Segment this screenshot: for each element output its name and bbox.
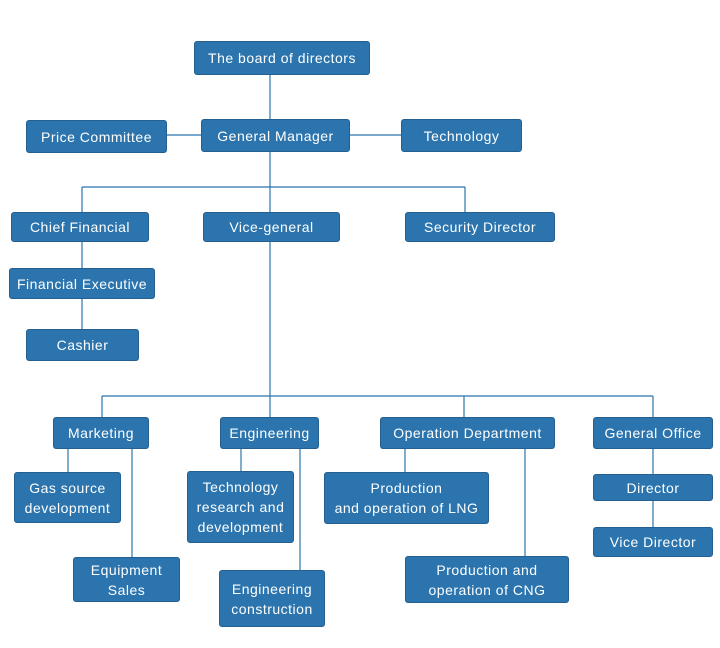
board-of-directors-box: The board of directors bbox=[194, 41, 370, 75]
vice-general-box: Vice-general bbox=[203, 212, 340, 242]
engineering-box: Engineering bbox=[220, 417, 319, 449]
general-manager-box: General Manager bbox=[201, 119, 350, 152]
operation-department-box: Operation Department bbox=[380, 417, 555, 449]
technology-research-development-box: Technology research and development bbox=[187, 471, 294, 543]
price-committee-box: Price Committee bbox=[26, 120, 167, 153]
general-office-box: General Office bbox=[593, 417, 713, 449]
production-lng-box: Production and operation of LNG bbox=[324, 472, 489, 524]
security-director-box: Security Director bbox=[405, 212, 555, 242]
marketing-box: Marketing bbox=[53, 417, 149, 449]
technology-box: Technology bbox=[401, 119, 522, 152]
gas-source-development-box: Gas source development bbox=[14, 472, 121, 523]
chief-financial-box: Chief Financial bbox=[11, 212, 149, 242]
cashier-box: Cashier bbox=[26, 329, 139, 361]
equipment-sales-box: Equipment Sales bbox=[73, 557, 180, 602]
financial-executive-box: Financial Executive bbox=[9, 268, 155, 299]
director-box: Director bbox=[593, 474, 713, 501]
vice-director-box: Vice Director bbox=[593, 527, 713, 557]
production-cng-box: Production and operation of CNG bbox=[405, 556, 569, 603]
engineering-construction-box: Engineering construction bbox=[219, 570, 325, 627]
